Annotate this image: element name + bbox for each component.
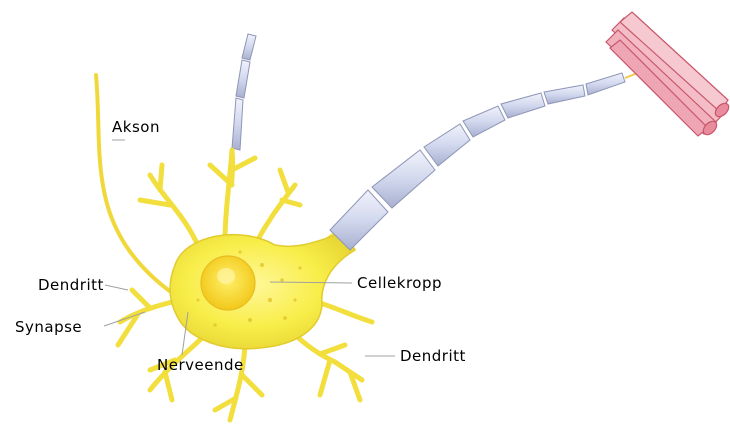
label-dendritt-right: Dendritt (400, 347, 466, 365)
nucleus (201, 256, 255, 310)
label-synapse: Synapse (15, 318, 82, 336)
cell-body (170, 232, 355, 349)
synapse-leader (104, 312, 145, 326)
label-nerveende: Nerveende (157, 356, 244, 374)
label-akson: Akson (112, 118, 160, 136)
axon-left-fiber (96, 75, 175, 295)
label-dendritt-left: Dendritt (38, 276, 104, 294)
muscle-fibers (606, 12, 730, 137)
label-cellekropp: Cellekropp (357, 274, 442, 292)
dendritt-left-leader (105, 285, 128, 290)
main-axon-myelin (330, 73, 625, 250)
